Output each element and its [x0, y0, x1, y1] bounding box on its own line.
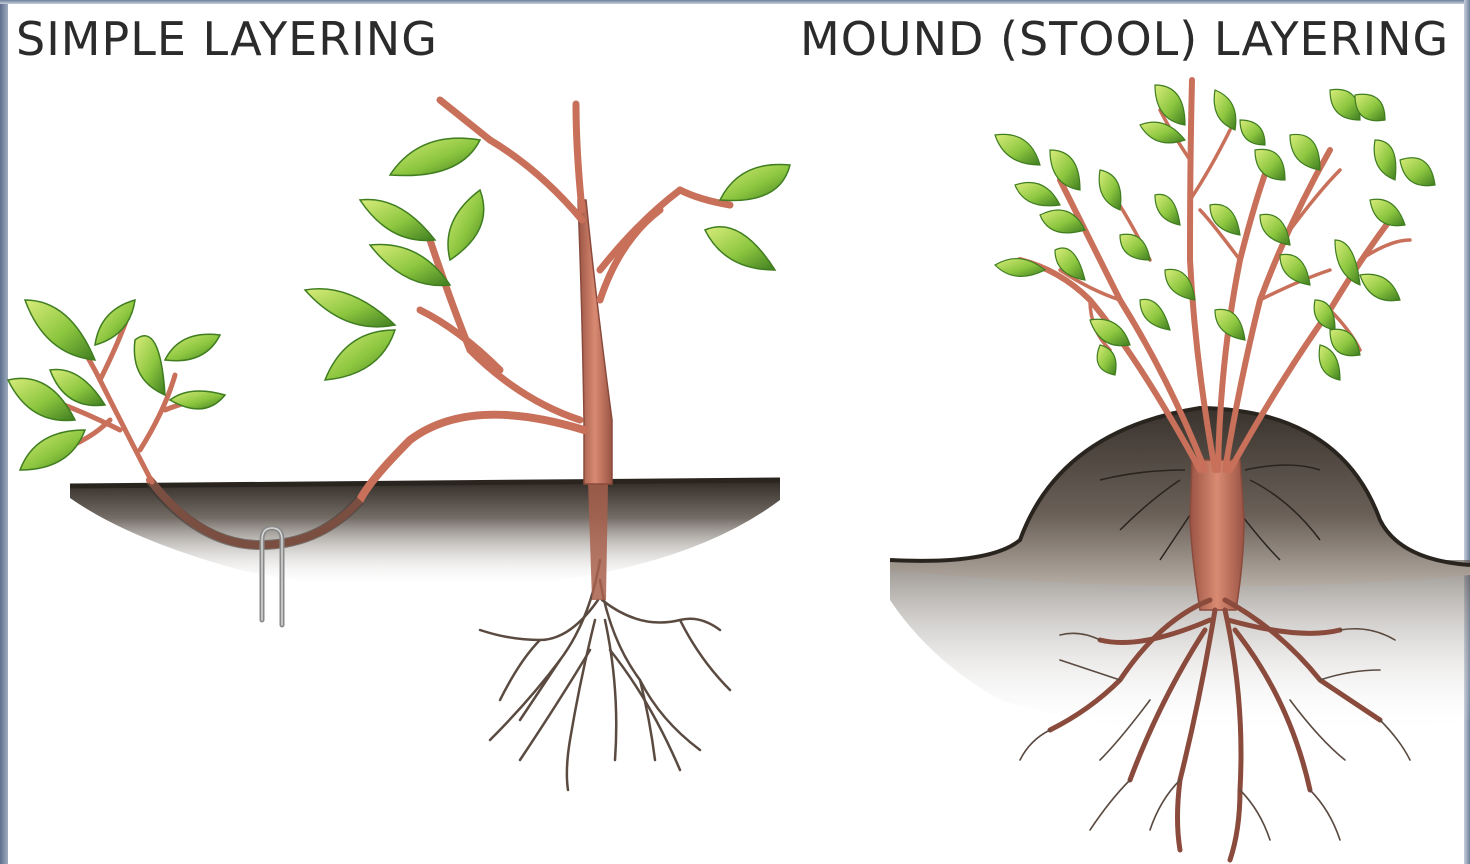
leaf: [995, 134, 1040, 165]
leaf: [1255, 149, 1285, 180]
leaf: [1140, 122, 1185, 143]
leaf: [1120, 234, 1150, 260]
ground-shading-right: [890, 560, 1470, 736]
leaf: [1260, 214, 1290, 245]
leaf: [390, 138, 480, 175]
mound-trunk: [1190, 460, 1244, 610]
leaf: [1140, 299, 1170, 330]
leaf: [165, 334, 220, 360]
leaf: [1374, 140, 1396, 180]
leaf: [995, 259, 1045, 277]
leaf: [1360, 274, 1400, 300]
leaf: [1214, 90, 1236, 130]
leaf: [360, 200, 435, 241]
leaf: [1215, 309, 1245, 340]
parent-trunk: [578, 200, 612, 484]
leaf: [720, 164, 790, 200]
leaf: [20, 430, 85, 470]
leaves-simple-layering: [8, 138, 790, 470]
leaf: [1240, 120, 1265, 145]
leaf: [305, 289, 395, 327]
leaf: [1015, 183, 1060, 206]
leaf: [1155, 85, 1185, 125]
soil-line-left: [70, 480, 780, 588]
leaf: [1090, 319, 1130, 345]
leaf: [325, 330, 395, 380]
leaf: [1097, 345, 1116, 375]
leaf: [1155, 194, 1180, 225]
leaf: [1099, 170, 1121, 210]
leaf: [705, 227, 775, 270]
leaf: [1280, 254, 1310, 285]
leaf: [1370, 199, 1405, 225]
leaf: [1050, 150, 1080, 190]
simple-layering-title: SIMPLE LAYERING: [16, 12, 438, 66]
mound-layering-panel: [890, 80, 1470, 860]
leaf: [1330, 329, 1360, 355]
leaves-mound-layering: [995, 85, 1435, 380]
leaf: [448, 190, 484, 260]
parent-stem-underground: [588, 482, 608, 600]
simple-layering-panel: [8, 100, 790, 790]
leaf: [95, 300, 135, 345]
leaf: [25, 300, 95, 360]
leaf: [1290, 134, 1320, 170]
leaf: [1400, 158, 1435, 186]
leaf: [134, 336, 165, 395]
leaf: [1210, 204, 1240, 235]
mound-layering-title: MOUND (STOOL) LAYERING: [800, 12, 1449, 66]
